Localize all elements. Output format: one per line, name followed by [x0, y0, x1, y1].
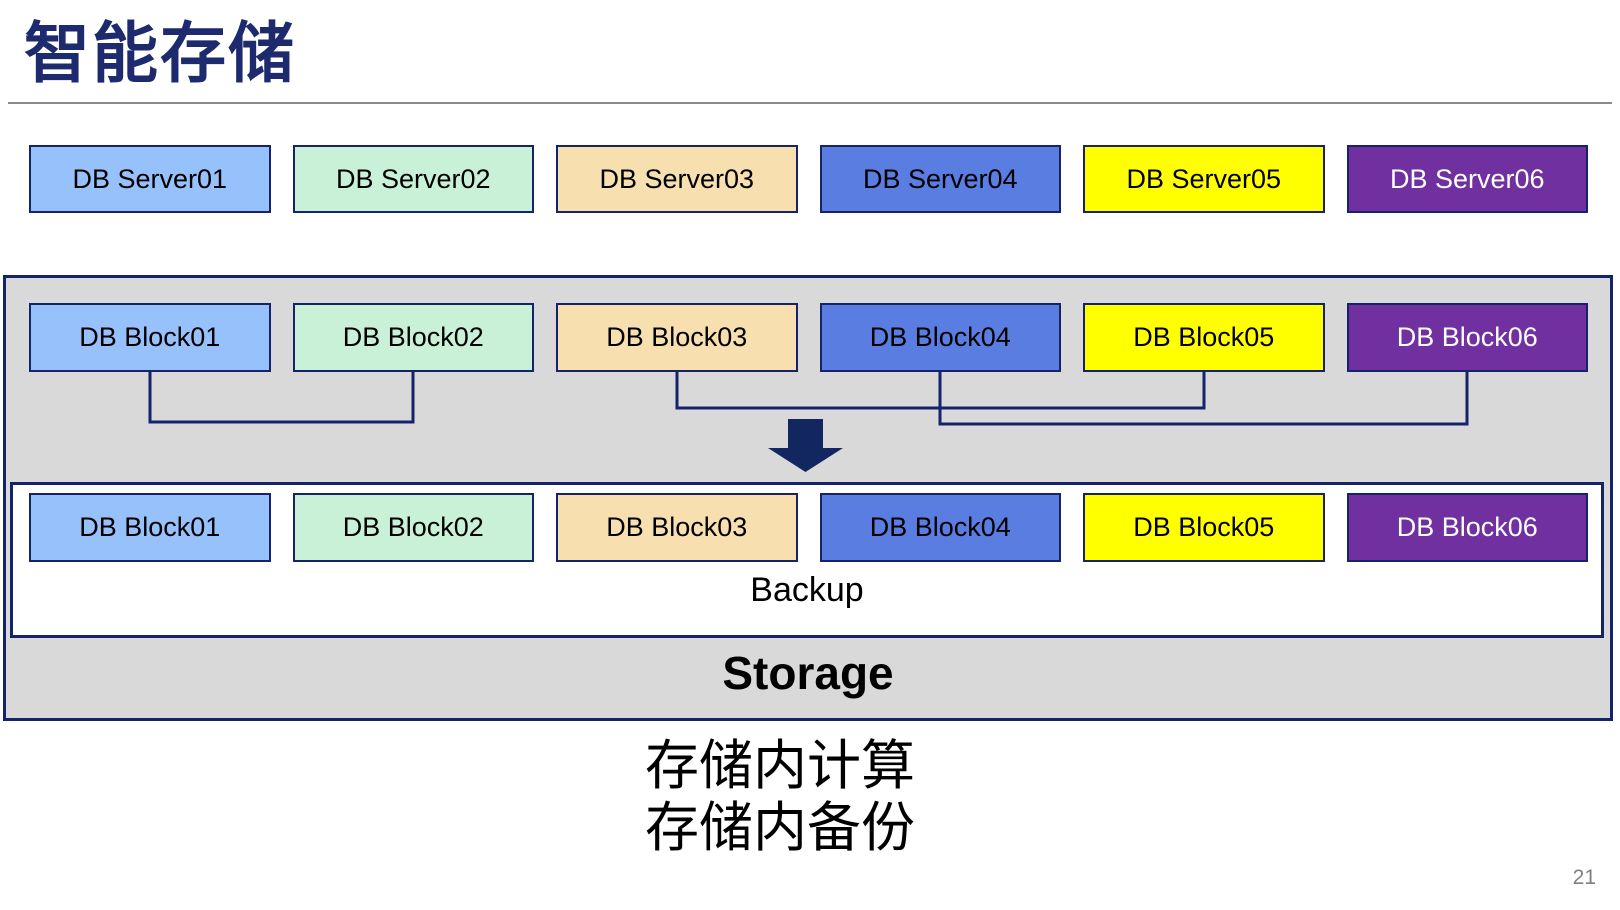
db-server-box: DB Server06	[1346, 145, 1588, 213]
page-title: 智能存储	[24, 16, 296, 90]
db-block-box: DB Block06	[1346, 493, 1588, 562]
db-block-box: DB Block05	[1083, 493, 1325, 562]
page-number: 21	[1572, 866, 1596, 889]
caption-line-compute: 存储内计算	[645, 736, 915, 796]
db-server-box: DB Server05	[1083, 145, 1325, 213]
db-block-box: DB Block04	[819, 493, 1061, 562]
backup-box: DB Block01 DB Block02 DB Block03 DB Bloc…	[10, 482, 1604, 638]
db-server-box: DB Server01	[29, 145, 271, 213]
connector-block04-block06	[938, 372, 1469, 426]
db-block-box: DB Block01	[29, 303, 271, 372]
storage-label: Storage	[722, 647, 894, 699]
db-block-box: DB Block02	[292, 303, 534, 372]
db-block-box: DB Block03	[556, 493, 798, 562]
db-block-source-row: DB Block01 DB Block02 DB Block03 DB Bloc…	[29, 303, 1588, 372]
db-block-box: DB Block01	[29, 493, 271, 562]
db-server-box: DB Server03	[556, 145, 798, 213]
connector-block03-block05	[675, 372, 1206, 410]
db-server-box: DB Server04	[819, 145, 1061, 213]
caption-line-backup: 存储内备份	[645, 798, 915, 859]
connector-block01-block02	[148, 372, 415, 424]
title-divider	[8, 102, 1612, 104]
storage-container: DB Block01 DB Block02 DB Block03 DB Bloc…	[3, 275, 1613, 721]
db-block-box: DB Block04	[819, 303, 1061, 372]
db-block-backup-row: DB Block01 DB Block02 DB Block03 DB Bloc…	[29, 493, 1588, 562]
db-block-box: DB Block03	[556, 303, 798, 372]
db-block-box: DB Block05	[1083, 303, 1325, 372]
db-server-box: DB Server02	[292, 145, 534, 213]
caption-block: 存储内计算 存储内备份	[0, 735, 1560, 859]
db-block-box: DB Block06	[1346, 303, 1588, 372]
backup-label: Backup	[750, 571, 864, 609]
db-server-row: DB Server01 DB Server02 DB Server03 DB S…	[29, 145, 1588, 213]
db-block-box: DB Block02	[292, 493, 534, 562]
down-arrow-icon	[768, 419, 843, 472]
